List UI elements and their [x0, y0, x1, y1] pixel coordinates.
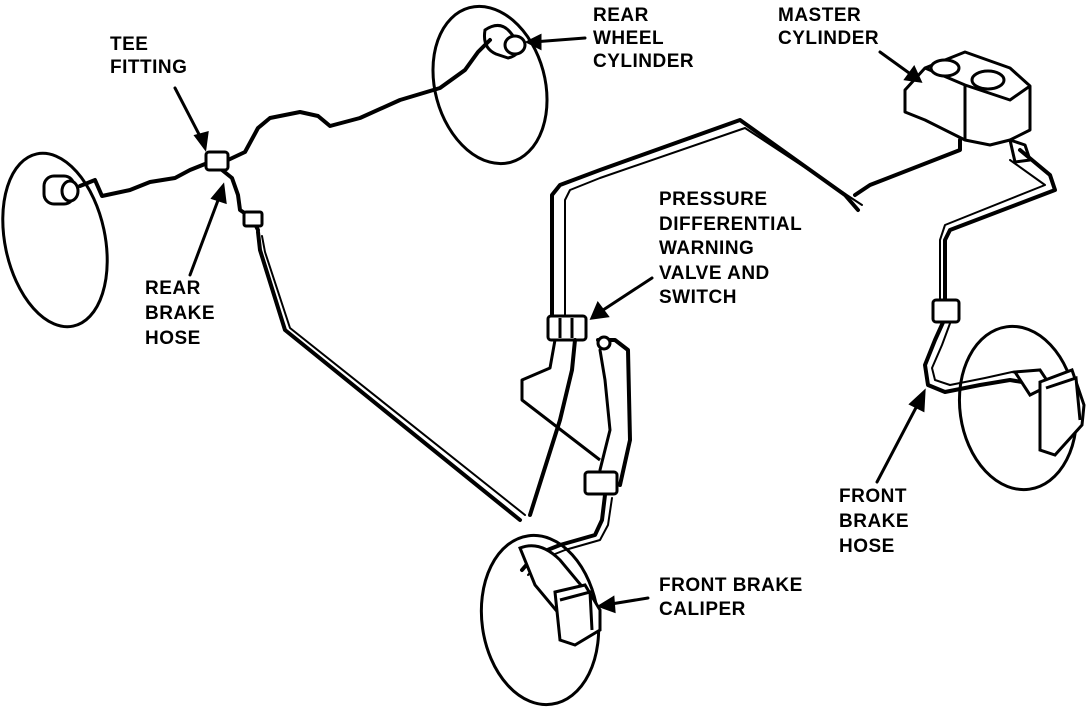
- front-brake-hose-label-line-2: BRAKE: [839, 511, 910, 532]
- front-brake-hose-label-line-3: HOSE: [839, 536, 895, 557]
- master-cylinder: [903, 50, 1032, 164]
- tee-fitting-label-line-2: FITTING: [110, 57, 188, 78]
- front-brake-caliper-label-line-2: CALIPER: [659, 599, 746, 620]
- pressure-valve-label-line-1: PRESSURE: [659, 189, 768, 210]
- pressure-valve-label-line-2: DIFFERENTIAL: [659, 213, 803, 235]
- tee-fitting-label-line-1: TEE: [110, 34, 149, 55]
- front-right-caliper: [1038, 368, 1086, 457]
- front-brake-hose-label-line-1: FRONT: [839, 486, 907, 507]
- front-brake-caliper-leader: [596, 595, 650, 614]
- pressure-differential-valve: [520, 314, 601, 462]
- rear-brake-hose-label-line-3: HOSE: [145, 328, 201, 349]
- rear-brake-hose-label-line-1: REAR: [145, 278, 201, 299]
- pressure-valve-label-line-4: VALVE AND: [659, 262, 770, 284]
- rear-brake-hose-label-line-2: BRAKE: [145, 303, 216, 324]
- pressure-valve-label-line-5: SWITCH: [659, 287, 737, 308]
- front-brake-caliper-label-line-1: FRONT BRAKE: [659, 575, 803, 596]
- tee-fitting-leader: [173, 86, 209, 152]
- front-left-caliper: [553, 583, 602, 647]
- rear-wheel-cylinder-label-line-2: WHEEL: [593, 28, 665, 49]
- pressure-valve-label-line-3: WARNING: [659, 238, 755, 259]
- master-cylinder-label: MASTER CYLINDER: [778, 4, 879, 50]
- pressure-valve-label: PRESSURE DIFFERENTIAL WARNING VALVE AND …: [659, 188, 802, 311]
- rear-brake-hose-label: REAR BRAKE HOSE: [145, 276, 215, 351]
- front-brake-lines: [550, 118, 1057, 394]
- pressure-valve-leader: [589, 276, 654, 320]
- rear-wheel-cylinder-leader: [524, 33, 587, 51]
- front-left-hose-bracket: [583, 470, 619, 496]
- front-right-hose-bracket: [931, 298, 961, 324]
- front-brake-caliper-label: FRONT BRAKE CALIPER: [659, 574, 803, 622]
- front-brake-hose-label: FRONT BRAKE HOSE: [839, 484, 909, 559]
- front-brake-hose-leader: [875, 388, 926, 484]
- master-cylinder-label-line-2: CYLINDER: [778, 28, 880, 49]
- rear-wheel-cylinder-label-line-3: CYLINDER: [593, 51, 695, 72]
- leader-lines: [173, 33, 926, 614]
- master-cylinder-leader: [878, 50, 923, 83]
- rear-brake-hose-leader: [188, 182, 227, 277]
- rear-wheel-cylinder-label: REAR WHEEL CYLINDER: [593, 4, 694, 73]
- right-rear-brake-drum: [431, 4, 549, 166]
- left-rear-brake-drum: [1, 151, 109, 329]
- tee-fitting-label: TEE FITTING: [110, 33, 187, 79]
- tee-fitting: [204, 150, 264, 228]
- master-cylinder-label-line-1: MASTER: [778, 5, 862, 26]
- rear-wheel-cylinder-label-line-1: REAR: [593, 5, 649, 26]
